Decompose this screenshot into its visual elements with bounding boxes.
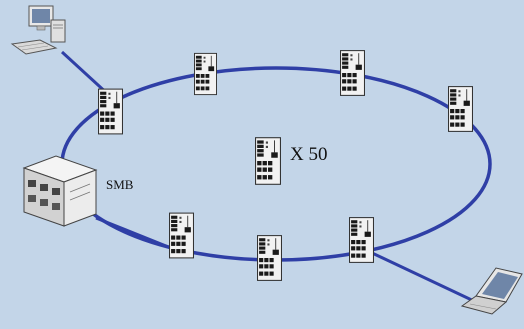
ring-switch bbox=[98, 88, 123, 135]
ring-switch bbox=[448, 85, 473, 133]
server-uplink-cable bbox=[95, 216, 177, 252]
switch-count-label: X 50 bbox=[290, 144, 328, 165]
laptop-uplink-cable bbox=[369, 250, 477, 304]
ring-switch bbox=[169, 212, 194, 259]
center-switch bbox=[255, 137, 281, 185]
ring-switch bbox=[349, 216, 374, 264]
laptop-icon bbox=[460, 267, 523, 315]
server-label: SMB bbox=[106, 177, 134, 192]
ring-switch bbox=[257, 234, 282, 282]
ring-switch bbox=[194, 52, 217, 96]
ring-switch bbox=[340, 49, 365, 97]
desktop-computer-icon bbox=[10, 5, 66, 55]
server-icon bbox=[22, 155, 98, 227]
